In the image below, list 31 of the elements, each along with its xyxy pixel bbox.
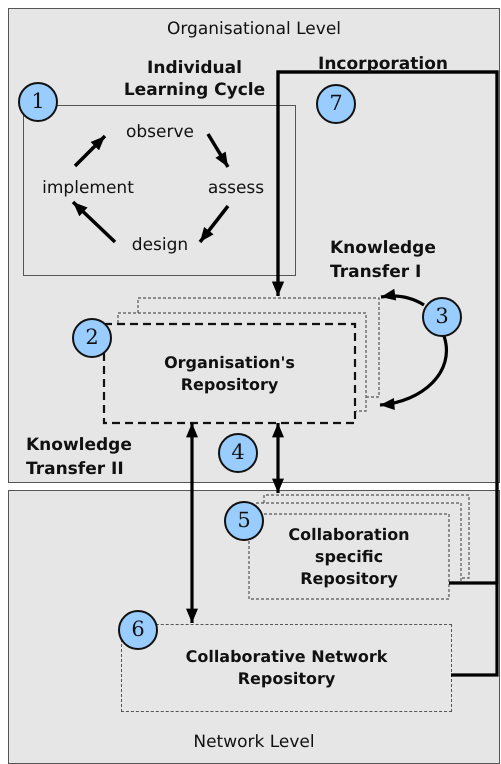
- number-badge: 6: [118, 610, 158, 650]
- level-panel: [8, 490, 500, 764]
- number-badge: 3: [422, 297, 462, 337]
- process-label: Incorporation: [318, 54, 448, 74]
- repository-label: Organisation's Repository: [163, 352, 296, 396]
- arrow: [272, 423, 284, 493]
- cycle-step: observe: [115, 122, 205, 144]
- number-badge: 1: [18, 82, 58, 122]
- repository-label: Collaborative Network Repository: [184, 646, 388, 690]
- arrow: [272, 70, 499, 677]
- arrow: [380, 289, 425, 306]
- box-heading: Individual Learning Cycle: [122, 57, 266, 101]
- panel-title: Network Level: [193, 730, 315, 754]
- arrow: [206, 133, 230, 168]
- process-label: Knowledge Transfer I: [330, 238, 436, 282]
- arrow: [72, 200, 116, 244]
- number-badge: 2: [72, 318, 112, 358]
- arrow: [74, 134, 106, 168]
- number-badge: 4: [218, 433, 258, 473]
- repository-label: Collaboration specific Repository: [288, 524, 410, 590]
- process-label: Knowledge Transfer II: [26, 435, 132, 479]
- arrow: [186, 423, 198, 623]
- cycle-step: assess: [198, 178, 274, 200]
- number-badge: 7: [316, 84, 356, 124]
- arrow: [198, 204, 230, 244]
- cycle-step: design: [122, 235, 198, 257]
- number-badge: 5: [224, 501, 264, 541]
- cycle-step: implement: [28, 178, 148, 200]
- level-panel: [8, 8, 500, 483]
- arrow: [380, 336, 448, 410]
- panel-title: Organisational Level: [166, 18, 342, 41]
